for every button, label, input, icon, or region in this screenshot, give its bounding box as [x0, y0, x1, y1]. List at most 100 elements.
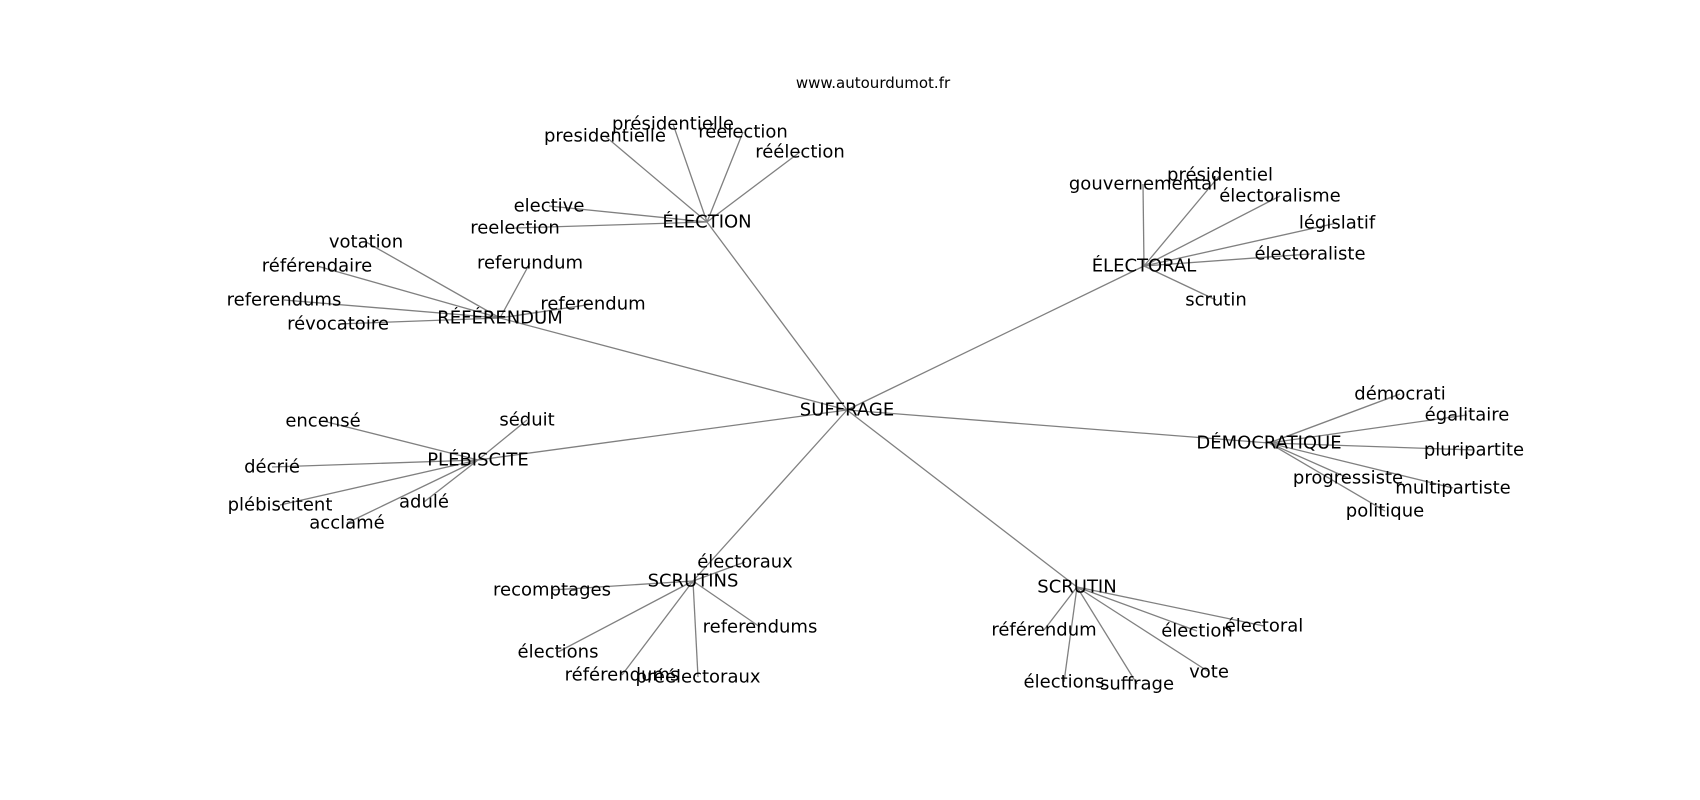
leaf-node-label: législatif: [1299, 213, 1376, 234]
edge-hub-leaf: [499, 262, 531, 319]
hub-node-label: PLÉBISCITE: [427, 449, 529, 471]
leaf-node-label: plébiscitent: [228, 495, 333, 516]
edge-hub-leaf: [604, 135, 708, 223]
edge-hub-leaf: [1076, 586, 1210, 673]
leaf-node-label: gouvernemental: [1069, 174, 1217, 195]
edge-hub-leaf: [1143, 195, 1281, 267]
edge-hub-leaf: [692, 561, 746, 582]
leaf-node-label: présidentiel: [1167, 165, 1273, 186]
leaf-node-label: réelection: [698, 122, 788, 143]
hub-node-label: ÉLECTORAL: [1092, 255, 1197, 277]
leaf-node-label: reelection: [470, 218, 560, 239]
edge-center-hub: [846, 409, 1078, 588]
edge-hub-leaf: [283, 299, 501, 319]
edge-hub-leaf: [279, 459, 479, 506]
edge-hub-leaf: [1076, 586, 1138, 685]
leaf-node-label: adulé: [399, 492, 449, 513]
leaf-node-label: égalitaire: [1425, 405, 1510, 426]
leaf-node-label: séduit: [499, 410, 554, 431]
hub-node-label: SCRUTINS: [648, 571, 739, 592]
leaf-node-label: préélectoraux: [635, 667, 760, 688]
edge-hub-leaf: [1143, 222, 1338, 267]
edge-hub-leaf: [1076, 586, 1265, 627]
leaf-node-label: référendums: [565, 665, 680, 686]
leaf-node-label: révocatoire: [287, 314, 389, 335]
edge-hub-leaf: [271, 459, 479, 468]
edge-center-hub: [499, 317, 848, 411]
edge-hub-leaf: [551, 580, 694, 591]
leaf-node-label: suffrage: [1100, 674, 1174, 695]
leaf-node-label: électoraliste: [1254, 244, 1365, 265]
edge-hub-leaf: [1268, 442, 1349, 479]
edge-center-hub: [692, 409, 848, 582]
leaf-node-label: élections: [1024, 672, 1105, 693]
hub-node-label: ÉLECTION: [662, 211, 751, 233]
edge-hub-leaf: [1143, 253, 1311, 267]
leaf-node-label: politique: [1346, 501, 1424, 522]
edge-hub-leaf: [1043, 586, 1078, 631]
edge-hub-leaf: [1143, 265, 1217, 301]
edge-hub-leaf: [346, 459, 479, 524]
center-node-label: SUFFRAGE: [800, 400, 894, 421]
leaf-node-label: referendum: [540, 294, 645, 315]
edge-center-hub: [846, 409, 1270, 444]
leaf-node-label: referendums: [703, 617, 818, 638]
edge-hub-leaf: [365, 241, 501, 319]
leaf-node-label: votation: [329, 232, 403, 253]
leaf-node-label: acclamé: [309, 513, 384, 534]
edge-hub-leaf: [477, 419, 528, 461]
leaf-node-label: référendum: [991, 620, 1096, 641]
leaf-node-label: referendums: [227, 290, 342, 311]
labels: SUFFRAGEÉLECTIONpresidentielleprésidenti…: [227, 114, 1525, 695]
edge-hub-leaf: [316, 265, 501, 319]
hub-node-label: DÉMOCRATIQUE: [1196, 432, 1341, 454]
edge-hub-leaf: [1268, 414, 1468, 444]
edge-hub-leaf: [337, 317, 501, 325]
edge-hub-leaf: [548, 205, 708, 223]
edge-hub-leaf: [1076, 586, 1198, 632]
edge-hub-leaf: [1143, 174, 1221, 267]
hub-node-label: RÉFÉRENDUM: [437, 307, 563, 329]
leaf-node-label: électoralisme: [1219, 186, 1341, 207]
leaf-node-label: élections: [518, 642, 599, 663]
edge-hub-leaf: [621, 580, 694, 676]
leaf-node-label: referundum: [477, 253, 583, 274]
edges: [271, 123, 1475, 685]
edge-hub-leaf: [499, 303, 594, 319]
edge-hub-leaf: [322, 420, 479, 461]
leaf-node-label: présidentielle: [612, 114, 734, 135]
leaf-node-label: recomptages: [493, 580, 611, 601]
leaf-node-label: décrié: [244, 457, 300, 478]
edge-hub-leaf: [557, 580, 694, 653]
edge-hub-leaf: [1268, 442, 1454, 489]
leaf-node-label: elective: [514, 196, 585, 217]
leaf-node-label: électoraux: [697, 552, 793, 573]
leaf-node-label: presidentielle: [544, 126, 666, 147]
edge-hub-leaf: [692, 580, 761, 628]
edge-hub-leaf: [1063, 586, 1078, 683]
site-url: www.autourdumot.fr: [796, 74, 951, 92]
edge-hub-leaf: [1268, 442, 1475, 451]
edge-hub-leaf: [1142, 183, 1145, 267]
leaf-node-label: progressiste: [1293, 468, 1403, 489]
edge-hub-leaf: [706, 151, 801, 223]
edge-hub-leaf: [692, 580, 699, 678]
edge-hub-leaf: [1268, 393, 1401, 444]
edge-hub-leaf: [706, 131, 744, 223]
leaf-node-label: multipartiste: [1395, 478, 1510, 499]
leaf-node-label: scrutin: [1185, 290, 1247, 311]
leaf-node-label: encensé: [285, 411, 360, 432]
leaf-node-label: démocrati: [1354, 384, 1445, 405]
edge-hub-leaf: [1268, 442, 1386, 512]
edge-hub-leaf: [423, 459, 479, 503]
edge-center-hub: [477, 409, 848, 461]
leaf-node-label: électoral: [1225, 616, 1304, 637]
leaf-node-label: référendaire: [262, 256, 373, 277]
edge-hub-leaf: [672, 123, 708, 223]
edge-center-hub: [706, 221, 848, 411]
leaf-node-label: réélection: [755, 142, 845, 163]
hub-node-label: SCRUTIN: [1037, 577, 1116, 598]
edge-hub-leaf: [514, 221, 708, 229]
leaf-node-label: élection: [1161, 621, 1233, 642]
